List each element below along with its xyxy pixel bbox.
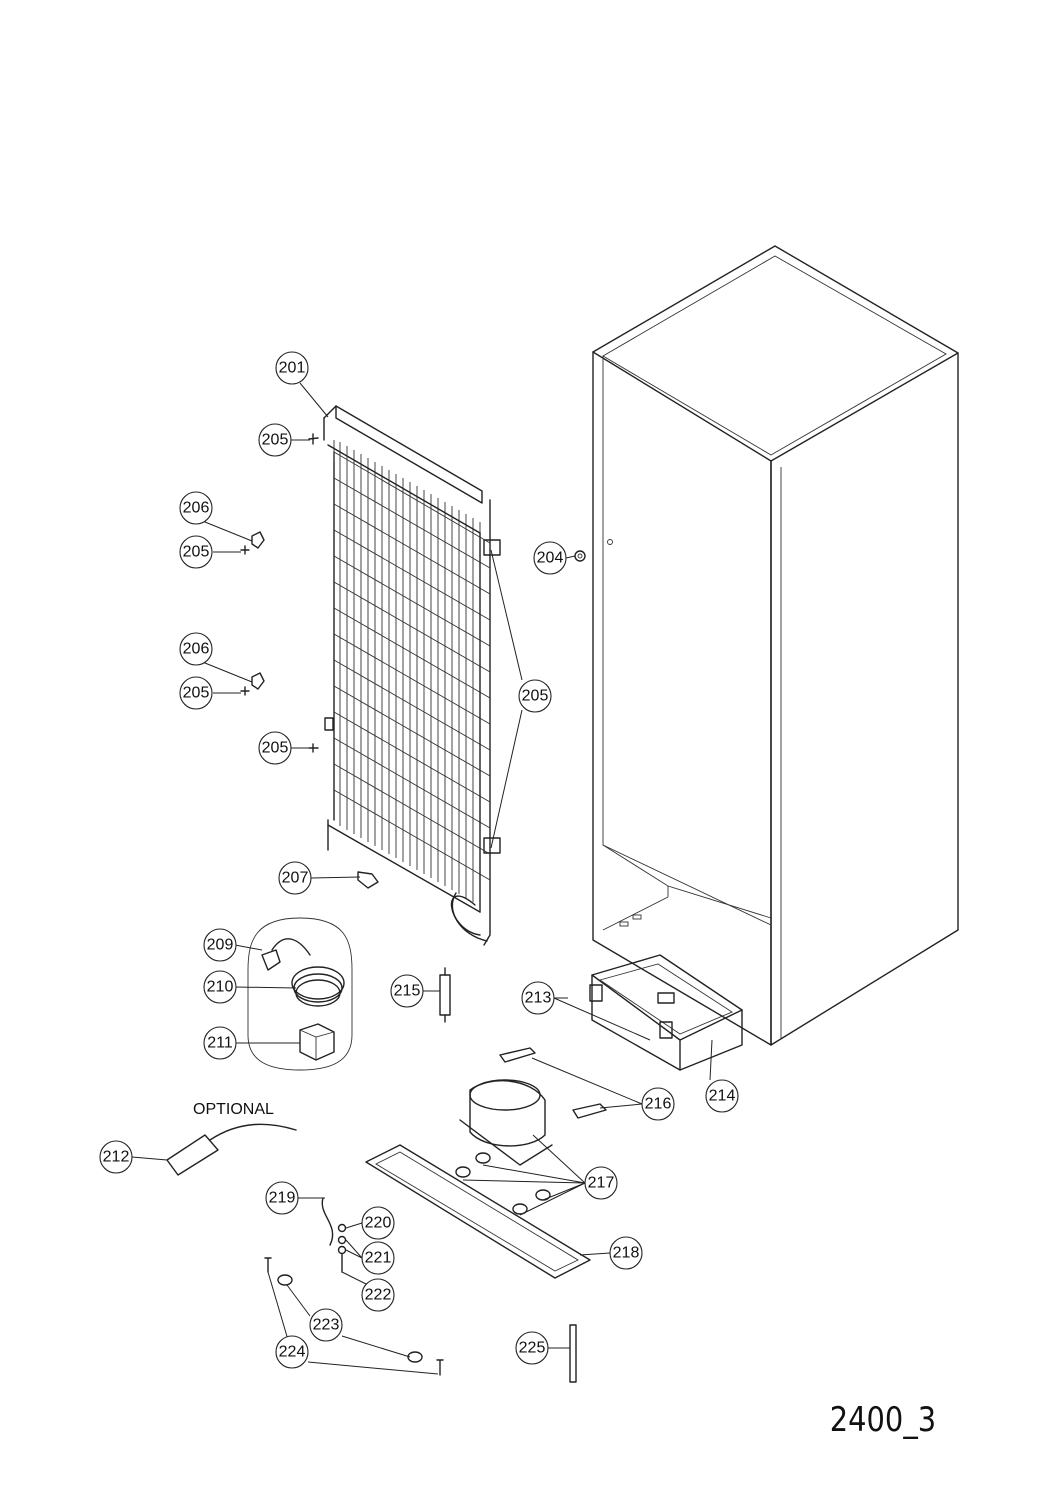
base-plate	[365, 1144, 591, 1279]
callout-number-212: 212	[103, 1149, 130, 1166]
callout-number-205: 205	[262, 740, 289, 757]
callout-number-211: 211	[207, 1035, 233, 1052]
callout-number-207: 207	[282, 870, 309, 887]
callout-number-224: 224	[279, 1344, 306, 1361]
callout-number-201: 201	[279, 360, 306, 377]
callout-number-221: 221	[365, 1250, 392, 1267]
callout-204: 204	[533, 541, 567, 575]
leader-lines	[131, 382, 713, 1375]
starting-capacitor	[166, 1123, 297, 1176]
callout-221: 221	[361, 1241, 395, 1275]
callout-224: 224	[275, 1335, 309, 1369]
callout-number-206: 206	[183, 500, 210, 517]
callout-number-210: 210	[207, 979, 234, 996]
mounting-parts	[455, 1047, 607, 1215]
callout-number-215: 215	[394, 983, 421, 1000]
callout-number-205: 205	[262, 432, 289, 449]
optional-label: OPTIONAL	[193, 1101, 274, 1118]
callout-number-217: 217	[588, 1175, 615, 1192]
callout-205: 205	[179, 676, 213, 710]
callout-205: 205	[258, 423, 292, 457]
callout-number-219: 219	[269, 1190, 296, 1207]
callout-213: 213	[521, 981, 555, 1015]
compressor	[459, 1079, 553, 1166]
callout-215: 215	[390, 974, 424, 1008]
callout-225: 225	[515, 1331, 549, 1365]
callout-number-225: 225	[519, 1340, 546, 1357]
callout-218: 218	[609, 1236, 643, 1270]
callout-206: 206	[179, 632, 213, 666]
callout-205: 205	[258, 731, 292, 765]
callout-210: 210	[203, 970, 237, 1004]
callout-206: 206	[179, 491, 213, 525]
callout-number-204: 204	[537, 550, 564, 567]
callout-219: 219	[265, 1181, 299, 1215]
callout-214: 214	[705, 1079, 739, 1113]
callout-number-220: 220	[365, 1215, 392, 1232]
callout-number-213: 213	[525, 990, 552, 1007]
callout-number-205: 205	[183, 544, 210, 561]
callout-223: 223	[309, 1308, 343, 1342]
screw-parts	[240, 433, 586, 753]
callout-212: 212	[99, 1140, 133, 1174]
callout-217: 217	[584, 1166, 618, 1200]
callout-222: 222	[361, 1278, 395, 1312]
condenser-coil	[323, 405, 501, 946]
callout-number-223: 223	[313, 1317, 340, 1334]
callout-211: 211	[203, 1026, 237, 1060]
callout-number-205: 205	[522, 688, 549, 705]
callout-number-209: 209	[207, 937, 234, 954]
drawing-id-label: 2400_3	[829, 1400, 936, 1440]
drip-tray	[589, 954, 743, 1071]
callout-207: 207	[278, 861, 312, 895]
filter-drier	[439, 967, 451, 1023]
callout-201: 201	[275, 351, 309, 385]
clip-parts	[251, 531, 379, 889]
callout-number-206: 206	[183, 641, 210, 658]
callout-number-218: 218	[613, 1245, 640, 1262]
callout-number-205: 205	[183, 685, 210, 702]
callout-205: 205	[518, 679, 552, 713]
callout-205: 205	[179, 535, 213, 569]
misc-small-parts	[264, 1197, 577, 1383]
callout-216: 216	[641, 1087, 675, 1121]
callout-220: 220	[361, 1206, 395, 1240]
callout-number-216: 216	[645, 1096, 672, 1113]
power-cord-group	[247, 917, 353, 1071]
callout-209: 209	[203, 928, 237, 962]
callout-number-222: 222	[365, 1287, 392, 1304]
callout-number-214: 214	[709, 1088, 736, 1105]
refrigerator-cabinet	[592, 245, 959, 1046]
